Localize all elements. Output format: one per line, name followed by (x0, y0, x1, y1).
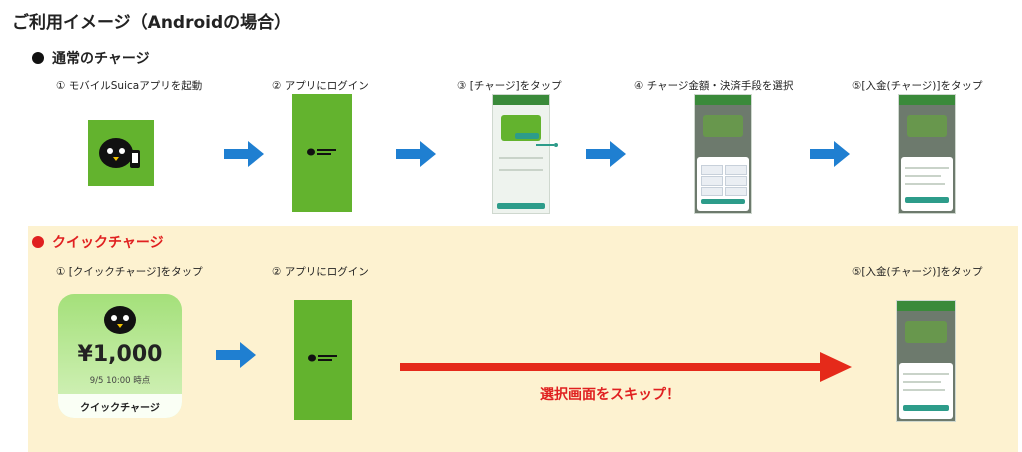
arrow-right-icon (224, 141, 264, 167)
balance-amount: ¥1,000 (77, 342, 163, 367)
arrow-right-icon (586, 141, 626, 167)
mobile-suica-logo-icon (307, 148, 336, 156)
quick-step-1-label: ① [クイックチャージ]をタップ (56, 266, 203, 278)
penguin-icon (99, 138, 140, 168)
penguin-icon (104, 306, 136, 334)
amount-select-screen (694, 94, 752, 214)
deposit-confirm-screen (898, 94, 956, 214)
normal-step-1-label: ① モバイルSuicaアプリを起動 (56, 80, 203, 92)
arrow-right-icon (396, 141, 436, 167)
skip-label: 選択画面をスキップ！ (540, 387, 680, 403)
bullet-icon (32, 52, 44, 64)
suica-app-icon[interactable] (88, 120, 154, 186)
normal-step-3-label: ③ [チャージ]をタップ (457, 80, 562, 92)
deposit-confirm-screen (896, 300, 956, 422)
normal-step-2-label: ② アプリにログイン (272, 80, 369, 92)
bullet-icon (32, 236, 44, 248)
arrow-right-icon (810, 141, 850, 167)
normal-step-4-label: ④ チャージ金額・決済手段を選択 (634, 80, 794, 92)
normal-heading-text: 通常のチャージ (52, 51, 150, 67)
quick-charge-widget[interactable]: ¥1,000 9/5 10:00 時点 クイックチャージ (58, 294, 182, 418)
normal-step-5-label: ⑤[入金(チャージ)]をタップ (852, 80, 983, 92)
login-screen (292, 94, 352, 212)
home-screen (492, 94, 550, 214)
quick-step-5-label: ⑤[入金(チャージ)]をタップ (852, 266, 983, 278)
normal-section-heading: 通常のチャージ (32, 48, 150, 68)
quick-section-heading: クイックチャージ (32, 232, 164, 252)
quick-charge-button[interactable]: クイックチャージ (58, 394, 182, 418)
quick-heading-text: クイックチャージ (52, 235, 164, 251)
skip-arrow-icon (400, 352, 852, 382)
page-title: ご利用イメージ（Androidの場合） (12, 13, 292, 33)
login-screen (294, 300, 352, 420)
arrow-right-icon (216, 342, 256, 368)
quick-step-2-label: ② アプリにログイン (272, 266, 369, 278)
charge-link-icon (536, 143, 558, 147)
balance-timestamp: 9/5 10:00 時点 (89, 376, 151, 386)
quick-charge-panel (28, 226, 1018, 452)
mobile-suica-logo-icon (308, 354, 337, 362)
